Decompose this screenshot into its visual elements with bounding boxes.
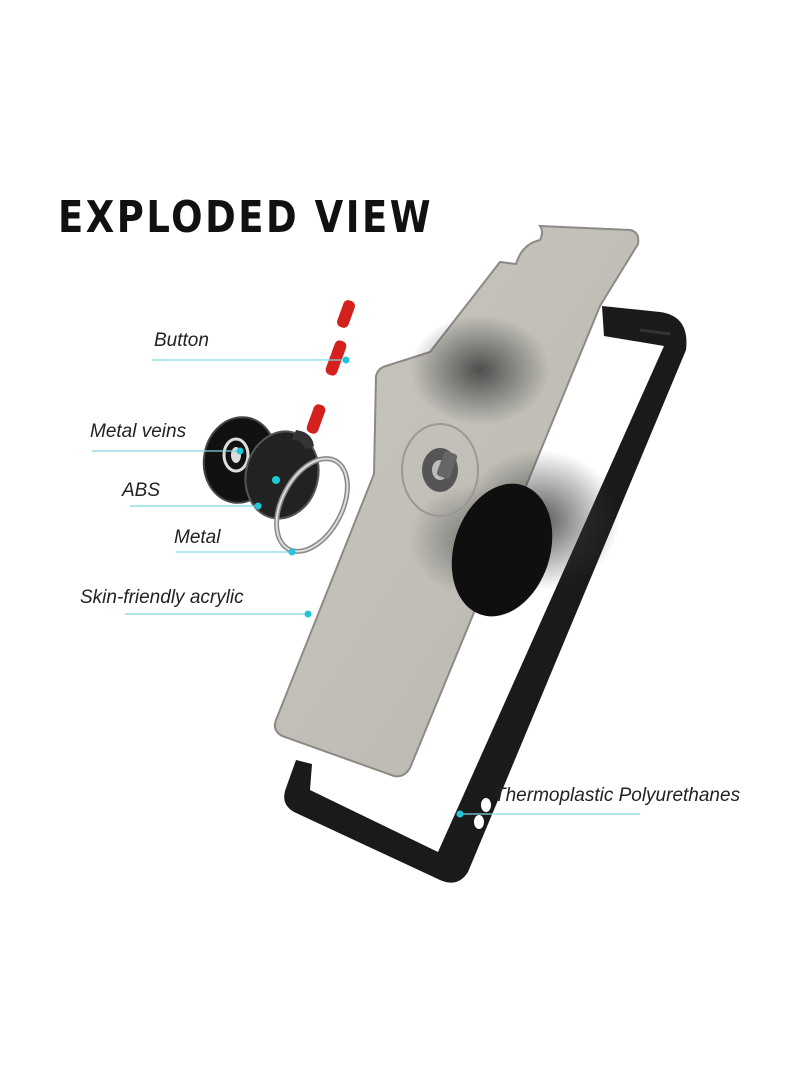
mount-disc	[451, 483, 553, 617]
tpu-bumper-frame	[284, 306, 687, 883]
label-abs: ABS	[122, 480, 161, 501]
acrylic-back-plate	[273, 224, 640, 778]
label-thermoplastic-polyurethanes: Thermoplastic Polyurethanes	[494, 785, 741, 806]
abs-ring-holder	[244, 430, 320, 520]
leader-dots	[236, 356, 464, 818]
label-skin-friendly-acrylic: Skin-friendly acrylic	[80, 587, 244, 608]
leader-lines	[92, 359, 640, 815]
label-metal-veins: Metal veins	[90, 421, 187, 442]
label-metal: Metal	[174, 527, 221, 548]
label-button: Button	[154, 330, 209, 351]
red-buttons	[306, 300, 356, 434]
metal-ring	[274, 456, 350, 554]
diagram-title: EXPLODED VIEW	[58, 192, 434, 243]
